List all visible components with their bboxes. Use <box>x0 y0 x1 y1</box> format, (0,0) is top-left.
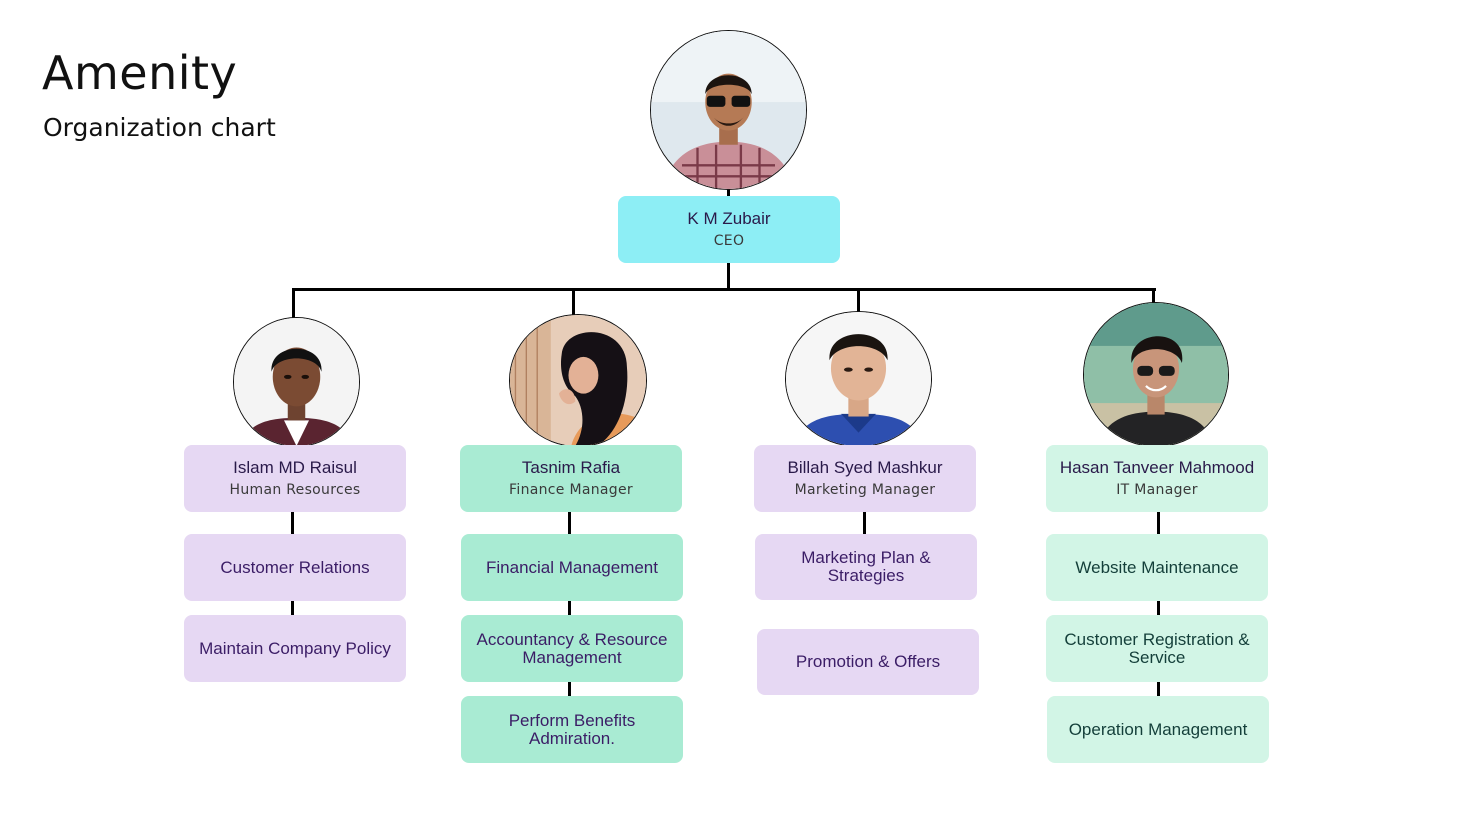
ceo-name: K M Zubair <box>687 209 771 229</box>
connector-mkt-1 <box>863 511 866 534</box>
manager-photo-it <box>1083 302 1229 447</box>
manager-role: IT Manager <box>1116 482 1198 499</box>
task-label: Promotion & Offers <box>795 652 941 671</box>
manager-role: Marketing Manager <box>794 482 936 499</box>
ceo-role: CEO <box>713 233 745 250</box>
manager-name: Tasnim Rafia <box>521 458 621 478</box>
page-subtitle: Organization chart <box>43 113 276 142</box>
connector-ceo-down <box>727 262 730 290</box>
task-label: Customer Registration & Service <box>1064 629 1250 667</box>
task-label: Perform Benefits Admiration. <box>508 710 636 748</box>
connector-branch-marketing <box>857 288 860 314</box>
manager-photo-finance <box>509 314 647 447</box>
task-card: Website Maintenance <box>1046 534 1268 601</box>
manager-card-finance: Tasnim Rafia Finance Manager <box>460 445 682 512</box>
manager-name: Hasan Tanveer Mahmood <box>1059 458 1255 478</box>
manager-photo-hr <box>233 317 360 447</box>
manager-name: Billah Syed Mashkur <box>787 458 943 478</box>
connector-horizontal <box>292 288 1156 291</box>
ceo-card: K M Zubair CEO <box>618 196 840 263</box>
task-card: Promotion & Offers <box>757 629 979 695</box>
connector-hr-1 <box>291 511 294 534</box>
task-card: Perform Benefits Admiration. <box>461 696 683 763</box>
manager-card-marketing: Billah Syed Mashkur Marketing Manager <box>754 445 976 512</box>
manager-name: Islam MD Raisul <box>233 458 357 478</box>
manager-card-hr: Islam MD Raisul Human Resources <box>184 445 406 512</box>
task-label: Operation Management <box>1068 719 1248 739</box>
connector-ceo-photo <box>727 188 730 197</box>
task-label: Marketing Plan & Strategies <box>801 548 931 585</box>
connector-branch-finance <box>572 288 575 316</box>
connector-it-2 <box>1157 600 1160 615</box>
task-card: Customer Registration & Service <box>1046 615 1268 682</box>
task-card: Accountancy & Resource Management <box>461 615 683 682</box>
connector-it-3 <box>1157 681 1160 696</box>
connector-branch-hr <box>292 288 295 320</box>
task-label: Financial Management <box>486 557 658 577</box>
connector-it-1 <box>1157 511 1160 534</box>
manager-photo-marketing <box>785 311 932 447</box>
connector-branch-it <box>1152 288 1155 304</box>
task-label: Website Maintenance <box>1075 557 1239 577</box>
manager-card-it: Hasan Tanveer Mahmood IT Manager <box>1046 445 1268 512</box>
task-card: Operation Management <box>1047 696 1269 763</box>
task-card: Financial Management <box>461 534 683 601</box>
task-label: Customer Relations <box>220 557 370 577</box>
task-card: Maintain Company Policy <box>184 615 406 682</box>
task-card: Customer Relations <box>184 534 406 601</box>
page-title: Amenity <box>42 46 238 100</box>
manager-role: Finance Manager <box>509 482 633 499</box>
connector-fin-1 <box>568 511 571 534</box>
connector-fin-3 <box>568 681 571 696</box>
ceo-photo <box>650 30 807 190</box>
connector-hr-2 <box>291 600 294 615</box>
task-label: Accountancy & Resource Management <box>476 629 668 667</box>
task-card: Marketing Plan & Strategies <box>755 534 977 600</box>
connector-fin-2 <box>568 600 571 615</box>
task-label: Maintain Company Policy <box>199 638 391 658</box>
manager-role: Human Resources <box>229 482 361 499</box>
